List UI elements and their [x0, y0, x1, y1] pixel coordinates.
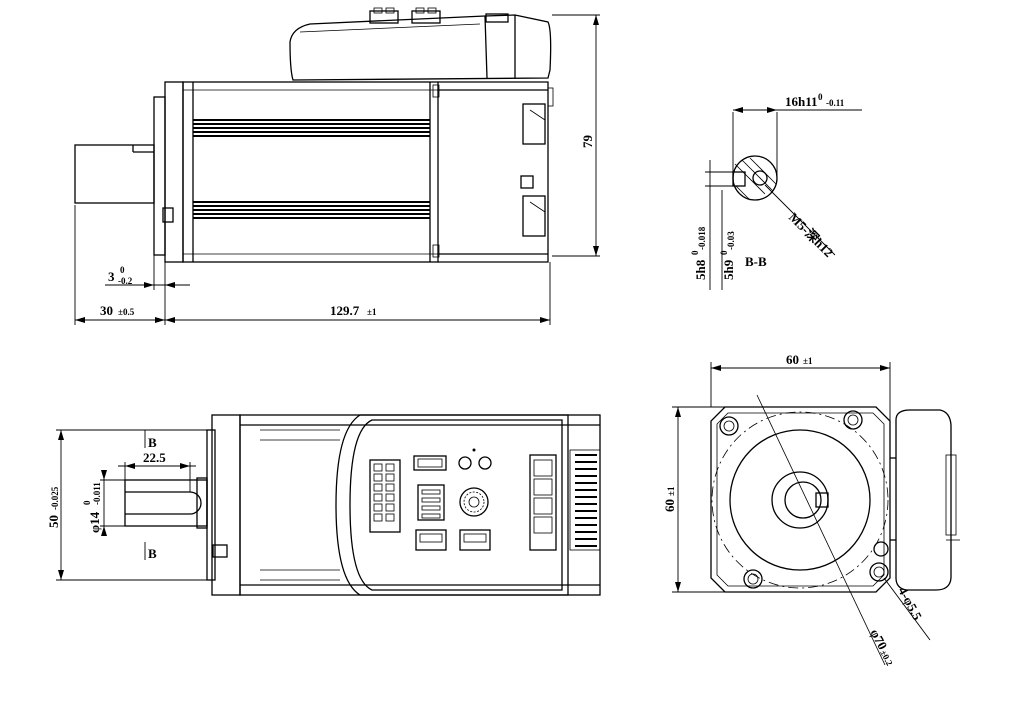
- section-mark-top: B: [148, 435, 157, 450]
- plan-view: [124, 414, 601, 596]
- pcd-tol: ±0.2: [878, 648, 895, 667]
- dim-bottom-side: 3 0 -0.2 30 ±0.5 129.7 ±1: [74, 205, 551, 325]
- key-w2-value: 5h9: [721, 259, 736, 280]
- section-bb: 16h11 0 -0.11 5h8 0 -0.018 5h9 0 -0.03 M…: [690, 92, 862, 290]
- flange-height-tol: ±1: [666, 486, 676, 496]
- flange-width-tol: ±1: [803, 356, 813, 366]
- shaft-dia-sub: -0.011: [92, 482, 102, 505]
- thread-label: M5-深h12: [786, 210, 836, 260]
- flange-height-value: 60: [662, 499, 677, 512]
- body-length-tol: ±1: [367, 307, 377, 317]
- shaft-dia-sup: 0: [82, 500, 92, 505]
- section-mark-bottom: B: [148, 546, 157, 561]
- pilot-dia-sub: -0.025: [50, 486, 60, 510]
- height-label: 79: [580, 135, 595, 149]
- key-h-sup: 0: [690, 250, 700, 255]
- pilot-depth-sup: 0: [120, 265, 125, 275]
- shaft-dia-value: φ14: [87, 511, 102, 533]
- pilot-depth-value: 3: [108, 269, 115, 284]
- dim-height: 79: [552, 14, 600, 257]
- shaft-length-tol: ±0.5: [118, 307, 135, 317]
- side-view: [74, 7, 554, 263]
- key-width-sub: -0.11: [826, 98, 845, 108]
- pilot-dia-value: 50: [46, 515, 61, 528]
- pilot-depth-sub: -0.2: [118, 276, 133, 286]
- terminal-pins-left: [373, 463, 395, 522]
- section-label: B-B: [745, 254, 767, 269]
- body-length-value: 129.7: [330, 303, 360, 318]
- key-w2-sub: -0.03: [726, 231, 736, 250]
- key-length-value: 22.5: [143, 450, 166, 465]
- key-h-sub: -0.018: [697, 226, 707, 250]
- key-w2-sup: 0: [719, 250, 729, 255]
- key-h-value: 5h8: [693, 259, 708, 280]
- heatsink-fins: [575, 454, 597, 547]
- front-view: [710, 394, 960, 666]
- key-width-value: 16h11: [785, 94, 818, 109]
- cooling-fins-lower: [193, 201, 430, 219]
- flange-width-value: 60: [786, 352, 799, 367]
- dim-plan: B B 22.5 50 -0.025 φ14 0 -0.011: [46, 429, 207, 581]
- shaft-length-value: 30: [100, 303, 113, 318]
- cooling-fins-upper: [193, 119, 430, 137]
- key-width-sup: 0: [818, 92, 823, 102]
